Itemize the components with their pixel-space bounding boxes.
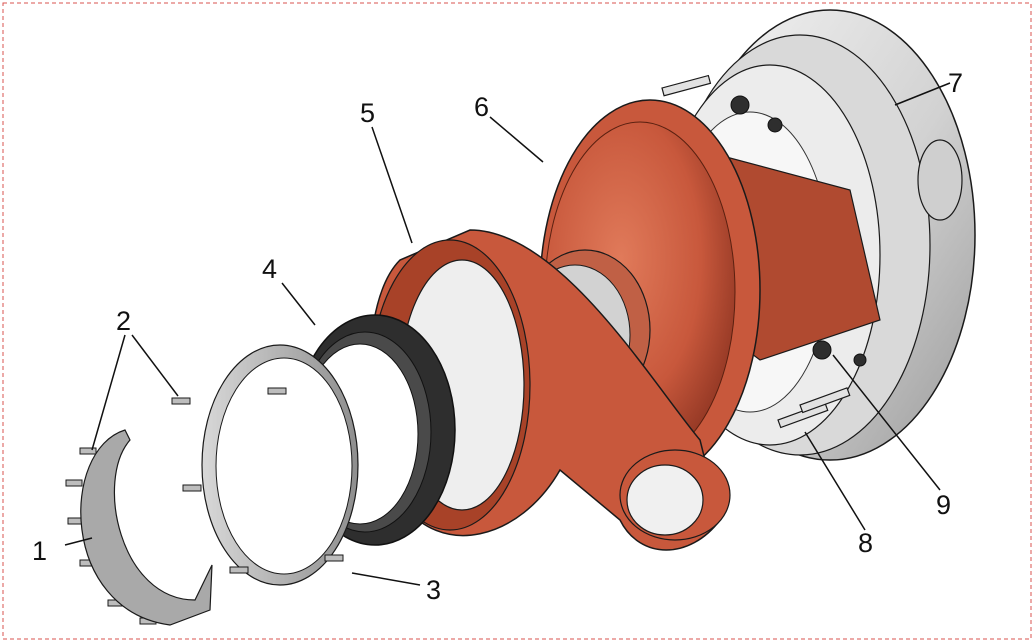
label-4: 4 xyxy=(262,254,278,284)
leader-lines xyxy=(64,82,951,586)
label-6: 6 xyxy=(474,92,490,122)
label-1: 1 xyxy=(32,536,48,566)
label-7: 7 xyxy=(948,68,964,98)
part-8-bolts xyxy=(661,74,851,429)
label-8: 8 xyxy=(858,528,874,558)
part-1-split-ring xyxy=(80,429,213,626)
part-3-ring xyxy=(201,344,359,586)
label-3: 3 xyxy=(426,575,442,605)
label-5: 5 xyxy=(360,98,376,128)
part-9-nuts xyxy=(730,95,867,367)
label-9: 9 xyxy=(936,490,952,520)
label-2: 2 xyxy=(116,306,132,336)
